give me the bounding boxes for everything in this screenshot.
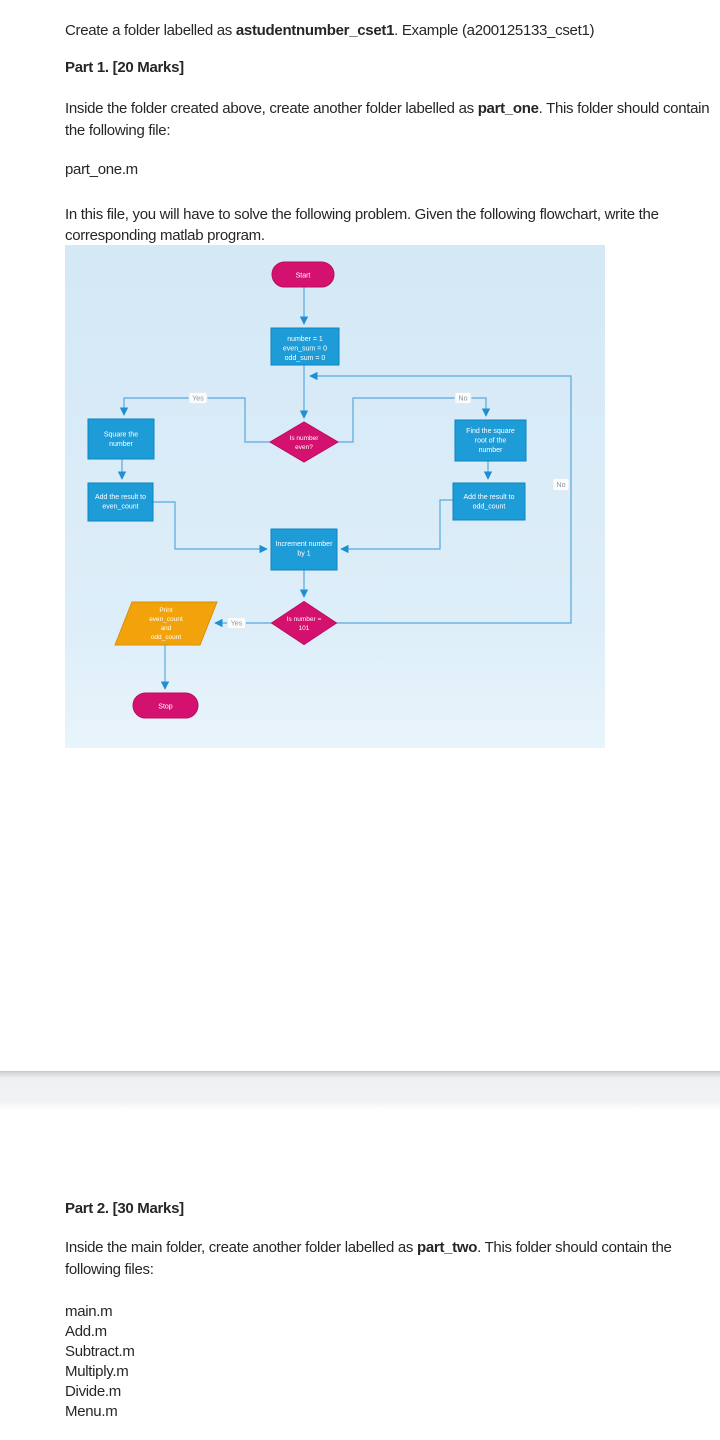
start-node-label: Start <box>296 273 311 280</box>
connector-no-loop-back <box>309 371 572 624</box>
label-yes-101-chip <box>227 617 246 629</box>
file-item-divide: Divide.m <box>65 1383 121 1401</box>
part1-bold-foldername: part_one <box>477 100 539 117</box>
init-node-line2: even_sum = 0 <box>283 346 327 353</box>
add-even-line2: even_count <box>102 504 138 511</box>
part1-para-text: Inside the folder created above, create … <box>65 100 478 117</box>
stop-node <box>132 692 199 719</box>
part2-paragraph-line1: Inside the main folder, create another f… <box>65 1239 672 1257</box>
sqrt-node-line2: root of the <box>475 438 507 445</box>
connector-yes-to-square <box>119 397 270 443</box>
flowchart-svg: Start number = 1 even_sum = 0 odd_sum = … <box>65 245 605 748</box>
flowchart-figure: Start number = 1 even_sum = 0 odd_sum = … <box>65 245 605 748</box>
intro-bold-foldername: astudentnumber_cset1 <box>235 22 395 39</box>
sqrt-node-line1: Find the square <box>466 428 515 435</box>
print-line3: and <box>161 625 172 632</box>
decision-101-node <box>270 600 338 646</box>
intro-text: Create a folder labelled as <box>65 22 236 39</box>
file-item-menu: Menu.m <box>65 1403 118 1421</box>
part1-paragraph-line1: Inside the folder created above, create … <box>65 100 710 118</box>
connector-addodd-to-increment <box>340 499 453 554</box>
part1-instructions-line1: In this file, you will have to solve the… <box>65 206 659 223</box>
part1-filename: part_one.m <box>65 161 138 178</box>
square-node <box>87 418 155 460</box>
square-node-line2: number <box>109 441 133 448</box>
decision-even-line1: Is number <box>290 435 320 442</box>
init-node-line1: number = 1 <box>287 336 323 343</box>
decision-101-line1: Is number = <box>287 616 322 623</box>
part2-para-text: Inside the main folder, create another f… <box>65 1239 417 1256</box>
add-odd-line1: Add the result to <box>464 494 515 501</box>
square-node-line1: Square the <box>104 432 138 439</box>
connector-addeven-to-increment <box>153 501 268 554</box>
label-no-101-chip <box>552 478 570 491</box>
start-node <box>271 261 335 288</box>
intro-line: Create a folder labelled as astudentnumb… <box>65 22 594 40</box>
add-odd-line2: odd_count <box>473 504 506 511</box>
init-node <box>270 327 340 366</box>
label-no-even-chip <box>454 392 472 404</box>
part1-para-text-end: . This folder should contain <box>538 100 710 117</box>
part2-file-list: main.m Add.m Subtract.m Multiply.m Divid… <box>65 1302 135 1423</box>
file-item-main: main.m <box>65 1303 113 1320</box>
decision-even-line2: even? <box>295 444 313 451</box>
part1-instructions-line2: corresponding matlab program. <box>65 227 265 244</box>
increment-node <box>270 528 338 571</box>
print-line2: even_count <box>149 616 183 623</box>
increment-line1: Increment number <box>276 541 333 548</box>
add-even-line1: Add the result to <box>95 494 146 501</box>
part2-paragraph-line2: following files: <box>65 1261 154 1278</box>
print-node <box>114 601 218 646</box>
sqrt-node <box>454 419 527 462</box>
label-no-101: No <box>557 482 566 489</box>
part1-heading: Part 1. [20 Marks] <box>65 59 184 76</box>
label-no-even: No <box>459 396 468 403</box>
label-yes-even: Yes <box>192 396 204 403</box>
file-item-subtract: Subtract.m <box>65 1343 135 1361</box>
connector-no-to-sqrt <box>338 397 491 443</box>
intro-example: . Example (a200125133_cset1) <box>394 22 595 39</box>
print-line1: Print <box>159 607 173 614</box>
decision-101-line2: 101 <box>299 625 310 632</box>
stop-node-label: Stop <box>158 704 173 711</box>
part2-heading: Part 2. [30 Marks] <box>65 1200 184 1217</box>
file-item-add: Add.m <box>65 1323 107 1341</box>
increment-line2: by 1 <box>297 551 310 558</box>
decision-even-node <box>269 421 339 463</box>
part2-bold-foldername: part_two <box>417 1239 478 1256</box>
label-yes-101: Yes <box>231 621 243 628</box>
file-item-multiply: Multiply.m <box>65 1363 129 1381</box>
page-break-separator <box>0 1071 720 1110</box>
part1-paragraph-line2: the following file: <box>65 122 171 139</box>
label-yes-even-chip <box>188 392 208 404</box>
part2-para-text-end: . This folder should contain the <box>477 1239 672 1256</box>
init-node-line3: odd_sum = 0 <box>285 355 326 362</box>
print-line4: odd_count <box>151 634 182 641</box>
add-even-node <box>87 482 154 522</box>
add-odd-node <box>452 482 526 521</box>
sqrt-node-line3: number <box>479 447 503 454</box>
